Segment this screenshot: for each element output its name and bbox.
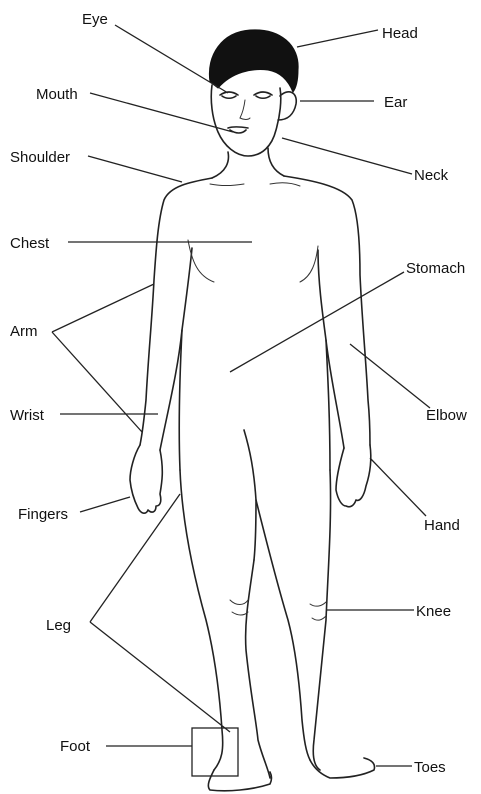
right-inner-arm	[318, 250, 344, 448]
label-mouth: Mouth	[36, 86, 78, 103]
left-hand	[130, 445, 162, 513]
left-side-outline	[140, 178, 212, 445]
label-ear: Ear	[384, 94, 407, 111]
label-elbow: Elbow	[426, 407, 467, 424]
stomach-line	[230, 272, 404, 372]
right-leg-inner	[256, 500, 310, 760]
neck-shape	[212, 148, 284, 178]
label-fingers: Fingers	[18, 506, 68, 523]
elbow-line	[350, 344, 430, 408]
fingers-line	[80, 497, 130, 512]
collar-left	[210, 184, 244, 186]
labels: Eye Head Mouth Ear Shoulder Neck Chest S…	[10, 11, 467, 776]
label-eye: Eye	[82, 11, 108, 28]
human-figure	[130, 30, 375, 791]
left-inner-arm	[160, 248, 192, 450]
label-stomach: Stomach	[406, 260, 465, 277]
collar-right	[270, 183, 300, 186]
nose	[240, 100, 250, 120]
right-hand	[336, 445, 371, 507]
label-chest: Chest	[10, 235, 50, 252]
label-foot: Foot	[60, 738, 91, 755]
right-eye	[254, 92, 272, 98]
hand-line	[370, 458, 426, 516]
right-side-outline	[284, 176, 370, 445]
leg-line-lower	[90, 622, 230, 732]
shoulder-line	[88, 156, 182, 182]
label-head: Head	[382, 25, 418, 42]
right-foot	[310, 758, 375, 778]
label-knee: Knee	[416, 603, 451, 620]
crotch	[244, 430, 256, 560]
callout-lines	[52, 25, 430, 776]
left-eye	[220, 92, 238, 98]
arm-line-lower	[52, 332, 142, 432]
left-knee-mark	[230, 600, 248, 615]
pec-right	[300, 246, 318, 282]
left-leg-outer	[180, 470, 223, 770]
neck-line	[282, 138, 412, 174]
label-leg: Leg	[46, 617, 71, 634]
leg-line-upper	[90, 494, 180, 622]
head-line	[297, 30, 378, 47]
left-leg-inner	[246, 560, 270, 778]
label-shoulder: Shoulder	[10, 149, 70, 166]
label-arm: Arm	[10, 323, 38, 340]
label-wrist: Wrist	[10, 407, 45, 424]
arm-line-upper	[52, 284, 154, 332]
label-neck: Neck	[414, 167, 449, 184]
label-toes: Toes	[414, 759, 446, 776]
left-foot	[208, 770, 271, 791]
pec-left	[188, 240, 214, 282]
right-knee-mark	[310, 602, 326, 620]
hair	[209, 30, 298, 92]
label-hand: Hand	[424, 517, 460, 534]
